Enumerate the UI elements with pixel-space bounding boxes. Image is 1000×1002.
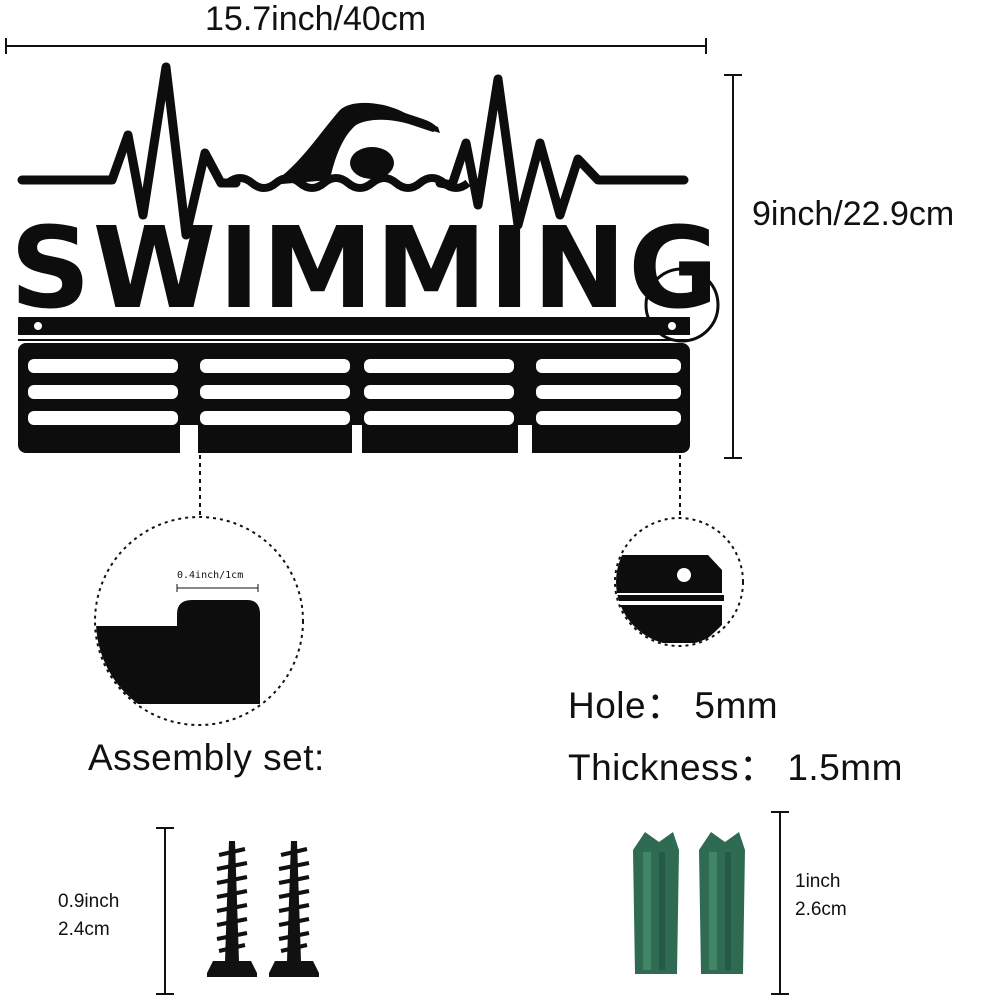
hole-spec: Hole： 5mm [568, 685, 779, 726]
anchor-dimension-line [765, 808, 795, 1000]
top-bar [18, 317, 690, 335]
mount-hole-detail [612, 515, 747, 650]
height-dimension-line [718, 70, 748, 465]
width-dimension-line [0, 0, 720, 60]
height-label: 9inch/22.9cm [752, 195, 955, 233]
heartbeat-line-icon [17, 62, 241, 240]
assembly-title: Assembly set: [88, 737, 325, 778]
width-label: 15.7inch/40cm [205, 0, 427, 38]
wall-anchor-icon [633, 832, 679, 974]
wall-anchors-image [625, 822, 755, 982]
medal-hanger-image: SWIMMING [0, 55, 720, 465]
screw-size-cm: 2.4cm [58, 919, 110, 940]
screws-image [195, 835, 335, 985]
tab-size-label: 0.4inch/1cm [177, 570, 244, 581]
medal-hanger-graphic: SWIMMING [10, 62, 720, 455]
mount-hole-left [34, 322, 42, 330]
thickness-spec: Thickness： 1.5mm [568, 747, 903, 788]
anchor-size-cm: 2.6cm [795, 899, 847, 920]
swimming-title: SWIMMING [10, 213, 710, 334]
detail-connector-left [195, 455, 205, 520]
screw-size-inch: 0.9inch [58, 891, 120, 912]
hanging-ring [644, 267, 720, 343]
screw-dimension-line [150, 822, 180, 1002]
hook-tab-detail [92, 514, 307, 729]
detail-connector-right [675, 455, 685, 520]
medal-slots [28, 359, 681, 425]
anchor-size-inch: 1inch [795, 871, 841, 892]
mount-hole-right [668, 322, 676, 330]
screw-icon [207, 841, 257, 977]
swimmer-icon [270, 102, 440, 185]
wave-icon [225, 174, 471, 192]
